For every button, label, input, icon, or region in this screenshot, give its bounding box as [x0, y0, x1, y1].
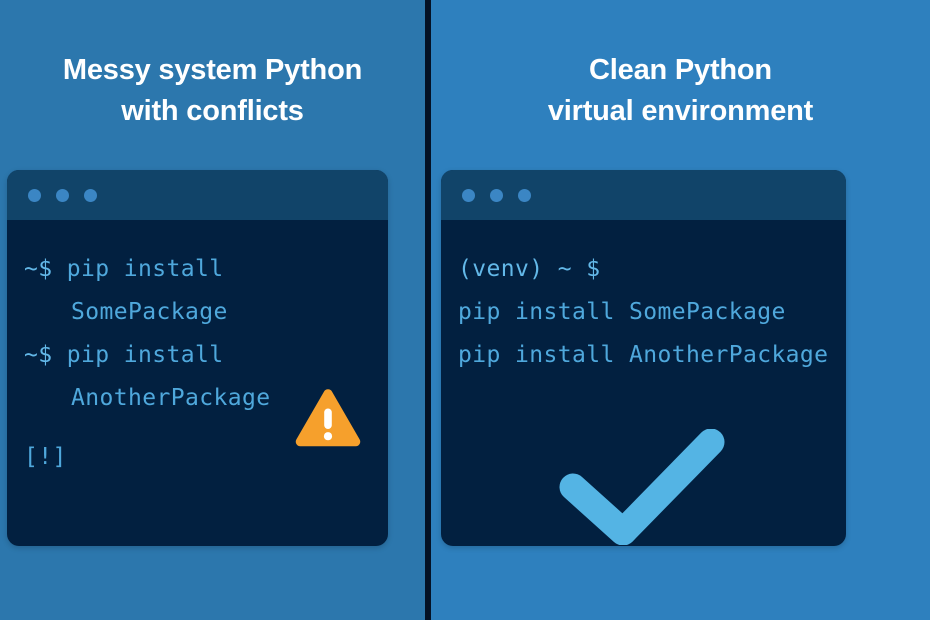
left-terminal-titlebar — [7, 170, 388, 220]
left-panel-title: Messy system Python with conflicts — [0, 0, 425, 132]
terminal-command: SomePackage — [71, 299, 228, 325]
terminal-command: [!] — [24, 444, 67, 470]
right-panel-title: Clean Python virtual environment — [431, 0, 930, 132]
terminal-line: pip install SomePackage — [458, 291, 846, 334]
terminal-command: pip install — [66, 256, 224, 282]
dot-green-icon[interactable] — [84, 188, 97, 202]
terminal-line: (venv) ~ $ — [458, 248, 846, 291]
terminal-line: ~$ pip install — [24, 334, 388, 377]
terminal-command: AnotherPackage — [71, 385, 271, 411]
left-panel-title-line2: with conflicts — [121, 95, 304, 128]
panel-divider — [425, 0, 431, 620]
terminal-command: pip install SomePackage — [458, 299, 786, 325]
dot-green-icon[interactable] — [518, 188, 531, 202]
right-terminal-titlebar — [441, 170, 846, 220]
right-terminal-window: (venv) ~ $ pip install SomePackage pip i… — [441, 170, 846, 546]
warning-triangle-icon — [295, 389, 361, 447]
terminal-prompt: (venv) ~ $ — [458, 256, 601, 282]
left-terminal-window: ~$ pip install SomePackage ~$ pip instal… — [7, 170, 388, 546]
dot-yellow-icon[interactable] — [490, 188, 503, 202]
left-terminal-body[interactable]: ~$ pip install SomePackage ~$ pip instal… — [7, 220, 388, 546]
dot-red-icon[interactable] — [462, 188, 475, 202]
terminal-command: pip install — [66, 342, 224, 368]
dot-red-icon[interactable] — [28, 188, 41, 202]
terminal-line: SomePackage — [24, 291, 388, 334]
terminal-command: pip install AnotherPackage — [458, 342, 829, 368]
right-panel: Clean Python virtual environment (venv) … — [431, 0, 930, 620]
terminal-line: AnotherPackage — [24, 377, 388, 420]
terminal-line: [!] — [24, 436, 388, 479]
right-terminal-body[interactable]: (venv) ~ $ pip install SomePackage pip i… — [441, 220, 846, 546]
terminal-prompt: ~$ — [24, 342, 67, 368]
left-panel: Messy system Python with conflicts ~$ pi… — [0, 0, 425, 620]
dot-yellow-icon[interactable] — [56, 188, 69, 202]
terminal-prompt: ~$ — [24, 256, 67, 282]
right-panel-title-line1: Clean Python — [589, 54, 772, 86]
terminal-line: pip install AnotherPackage — [458, 334, 846, 377]
right-panel-title-line2: virtual environment — [547, 95, 814, 128]
left-panel-title-line1: Messy system Python — [62, 54, 363, 86]
check-mark-icon — [559, 429, 725, 545]
terminal-line: ~$ pip install — [24, 248, 388, 291]
